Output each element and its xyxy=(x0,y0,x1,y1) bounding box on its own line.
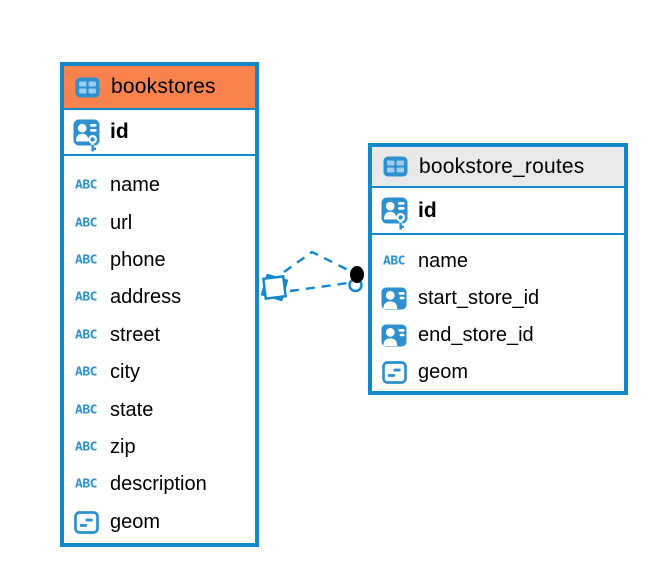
text-type-icon: ABC xyxy=(75,178,97,193)
text-type-icon: ABC xyxy=(75,477,97,492)
icon-box: ABC xyxy=(71,403,101,418)
column-name: address xyxy=(110,286,182,309)
entity-bookstore-routes[interactable]: bookstore_routes id ABC name start_store_i… xyxy=(368,143,628,395)
relationship-line-lower[interactable] xyxy=(289,281,349,293)
icon-box xyxy=(71,510,101,534)
column-row-end_store_id[interactable]: end_store_id xyxy=(372,317,624,354)
column-name: zip xyxy=(110,435,136,458)
entity-header[interactable]: bookstores xyxy=(64,66,255,110)
column-name: geom xyxy=(110,510,161,533)
diamond-marker xyxy=(260,273,289,302)
entity-header[interactable]: bookstore_routes xyxy=(372,147,624,188)
column-row-address[interactable]: ABC address xyxy=(64,279,255,316)
text-type-icon: ABC xyxy=(383,254,405,269)
column-name: state xyxy=(110,398,154,421)
column-name: end_store_id xyxy=(418,324,534,346)
text-type-icon: ABC xyxy=(75,440,97,455)
relationship-line-upper[interactable] xyxy=(283,250,351,273)
icon-box: ABC xyxy=(71,477,101,492)
column-name: street xyxy=(110,323,161,346)
foreign-key-icon xyxy=(381,287,407,310)
text-type-icon: ABC xyxy=(75,216,97,230)
icon-box: ABC xyxy=(379,254,409,269)
primary-key-icon xyxy=(71,112,101,153)
icon-box: ABC xyxy=(71,253,101,268)
ring-marker xyxy=(348,277,363,293)
text-type-icon: ABC xyxy=(75,365,97,380)
text-type-icon: ABC xyxy=(75,290,97,305)
column-name: city xyxy=(110,361,140,384)
primary-key-icon xyxy=(379,190,409,231)
column-row-url[interactable]: ABC url xyxy=(64,204,255,241)
column-name: start_store_id xyxy=(418,287,540,309)
icon-box xyxy=(379,324,409,347)
column-row-geom[interactable]: geom xyxy=(64,504,255,541)
column-row-zip[interactable]: ABC zip xyxy=(64,429,255,466)
icon-box xyxy=(379,287,409,310)
column-row-geom[interactable]: geom xyxy=(372,354,624,391)
icon-box: ABC xyxy=(71,328,101,343)
text-type-icon: ABC xyxy=(75,253,97,268)
column-name: name xyxy=(418,250,469,272)
object-type-icon xyxy=(73,510,99,534)
icon-box xyxy=(379,361,409,384)
column-name: id xyxy=(418,198,437,222)
icon-box: ABC xyxy=(71,178,101,193)
column-row-city[interactable]: ABC city xyxy=(64,354,255,391)
column-name: name xyxy=(110,174,161,197)
column-name: phone xyxy=(110,248,166,271)
column-row-id[interactable]: id xyxy=(372,188,624,235)
icon-box: ABC xyxy=(71,290,101,305)
entity-title: bookstores xyxy=(111,75,216,98)
column-name: description xyxy=(110,473,207,496)
foreign-key-icon xyxy=(381,324,407,347)
column-name: id xyxy=(110,120,129,143)
column-name: geom xyxy=(418,361,469,383)
column-row-phone[interactable]: ABC phone xyxy=(64,242,255,279)
column-row-name[interactable]: ABC name xyxy=(64,167,255,204)
column-row-name[interactable]: ABC name xyxy=(372,243,624,280)
column-row-start_store_id[interactable]: start_store_id xyxy=(372,280,624,317)
column-row-id[interactable]: id xyxy=(64,110,255,156)
entity-title: bookstore_routes xyxy=(419,154,585,178)
column-row-description[interactable]: ABC description xyxy=(64,466,255,503)
text-type-icon: ABC xyxy=(75,403,97,417)
table-icon xyxy=(380,156,410,177)
column-row-street[interactable]: ABC street xyxy=(64,317,255,354)
column-name: url xyxy=(110,211,133,234)
column-row-state[interactable]: ABC state xyxy=(64,391,255,428)
object-type-icon xyxy=(381,361,407,384)
icon-box: ABC xyxy=(71,440,101,455)
table-icon xyxy=(72,77,102,98)
icon-box: ABC xyxy=(71,216,101,231)
icon-box: ABC xyxy=(71,365,101,380)
dot-marker xyxy=(350,266,364,283)
text-type-icon: ABC xyxy=(75,328,97,343)
